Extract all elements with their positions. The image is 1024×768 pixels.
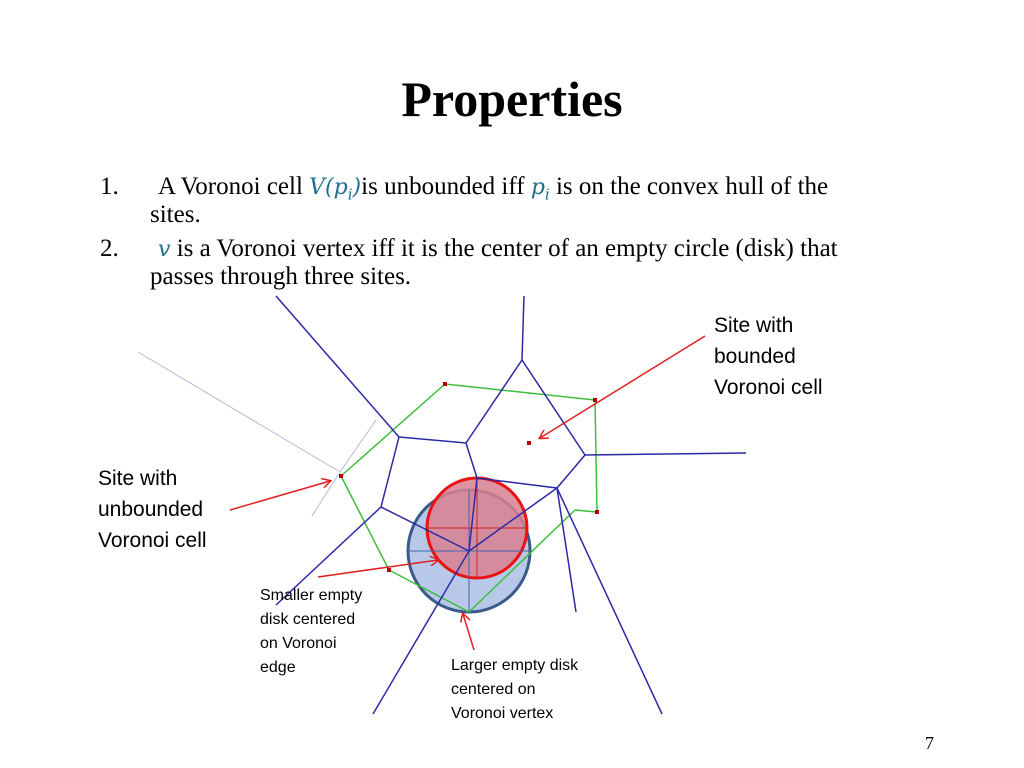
callout-bounded: Site with bounded Voronoi cell: [714, 314, 823, 399]
property-2-math-v: v: [158, 237, 171, 262]
property-1-text-b: is unbounded iff: [361, 173, 531, 200]
property-2-line2: passes through three sites.: [150, 263, 412, 290]
callout-smaller-disk: Smaller empty disk centered on Voronoi e…: [260, 587, 363, 676]
arrow-unbounded: [229, 481, 330, 511]
property-2-text: is a Voronoi vertex iff it is the center…: [170, 235, 838, 262]
slide-title: Properties: [401, 71, 623, 127]
arrow-bounded: [540, 335, 706, 438]
property-1-number: 1.: [100, 173, 119, 200]
property-2-number: 2.: [100, 235, 119, 262]
callout-arrows: [229, 335, 706, 651]
site-marker: [527, 441, 531, 445]
faint-voronoi-edges: [137, 351, 377, 517]
property-1-text-c: is on the convex hull of the: [549, 173, 829, 200]
property-1-math-p: pi: [530, 175, 550, 204]
property-1-math-v: V(pi): [309, 175, 362, 204]
page-number: 7: [925, 733, 934, 753]
site-marker: [339, 474, 343, 478]
sites: [339, 382, 599, 572]
site-marker: [593, 398, 597, 402]
callout-larger-disk: Larger empty disk centered on Voronoi ve…: [451, 657, 579, 722]
voronoi-edges: [275, 295, 747, 715]
site-marker: [443, 382, 447, 386]
property-1-text-a: A Voronoi cell: [158, 173, 310, 200]
property-1-line2: sites.: [150, 201, 201, 228]
callout-unbounded: Site with unbounded Voronoi cell: [98, 467, 207, 552]
arrow-smaller: [317, 560, 438, 578]
arrow-larger: [463, 614, 475, 651]
site-marker: [595, 510, 599, 514]
site-marker: [387, 568, 391, 572]
